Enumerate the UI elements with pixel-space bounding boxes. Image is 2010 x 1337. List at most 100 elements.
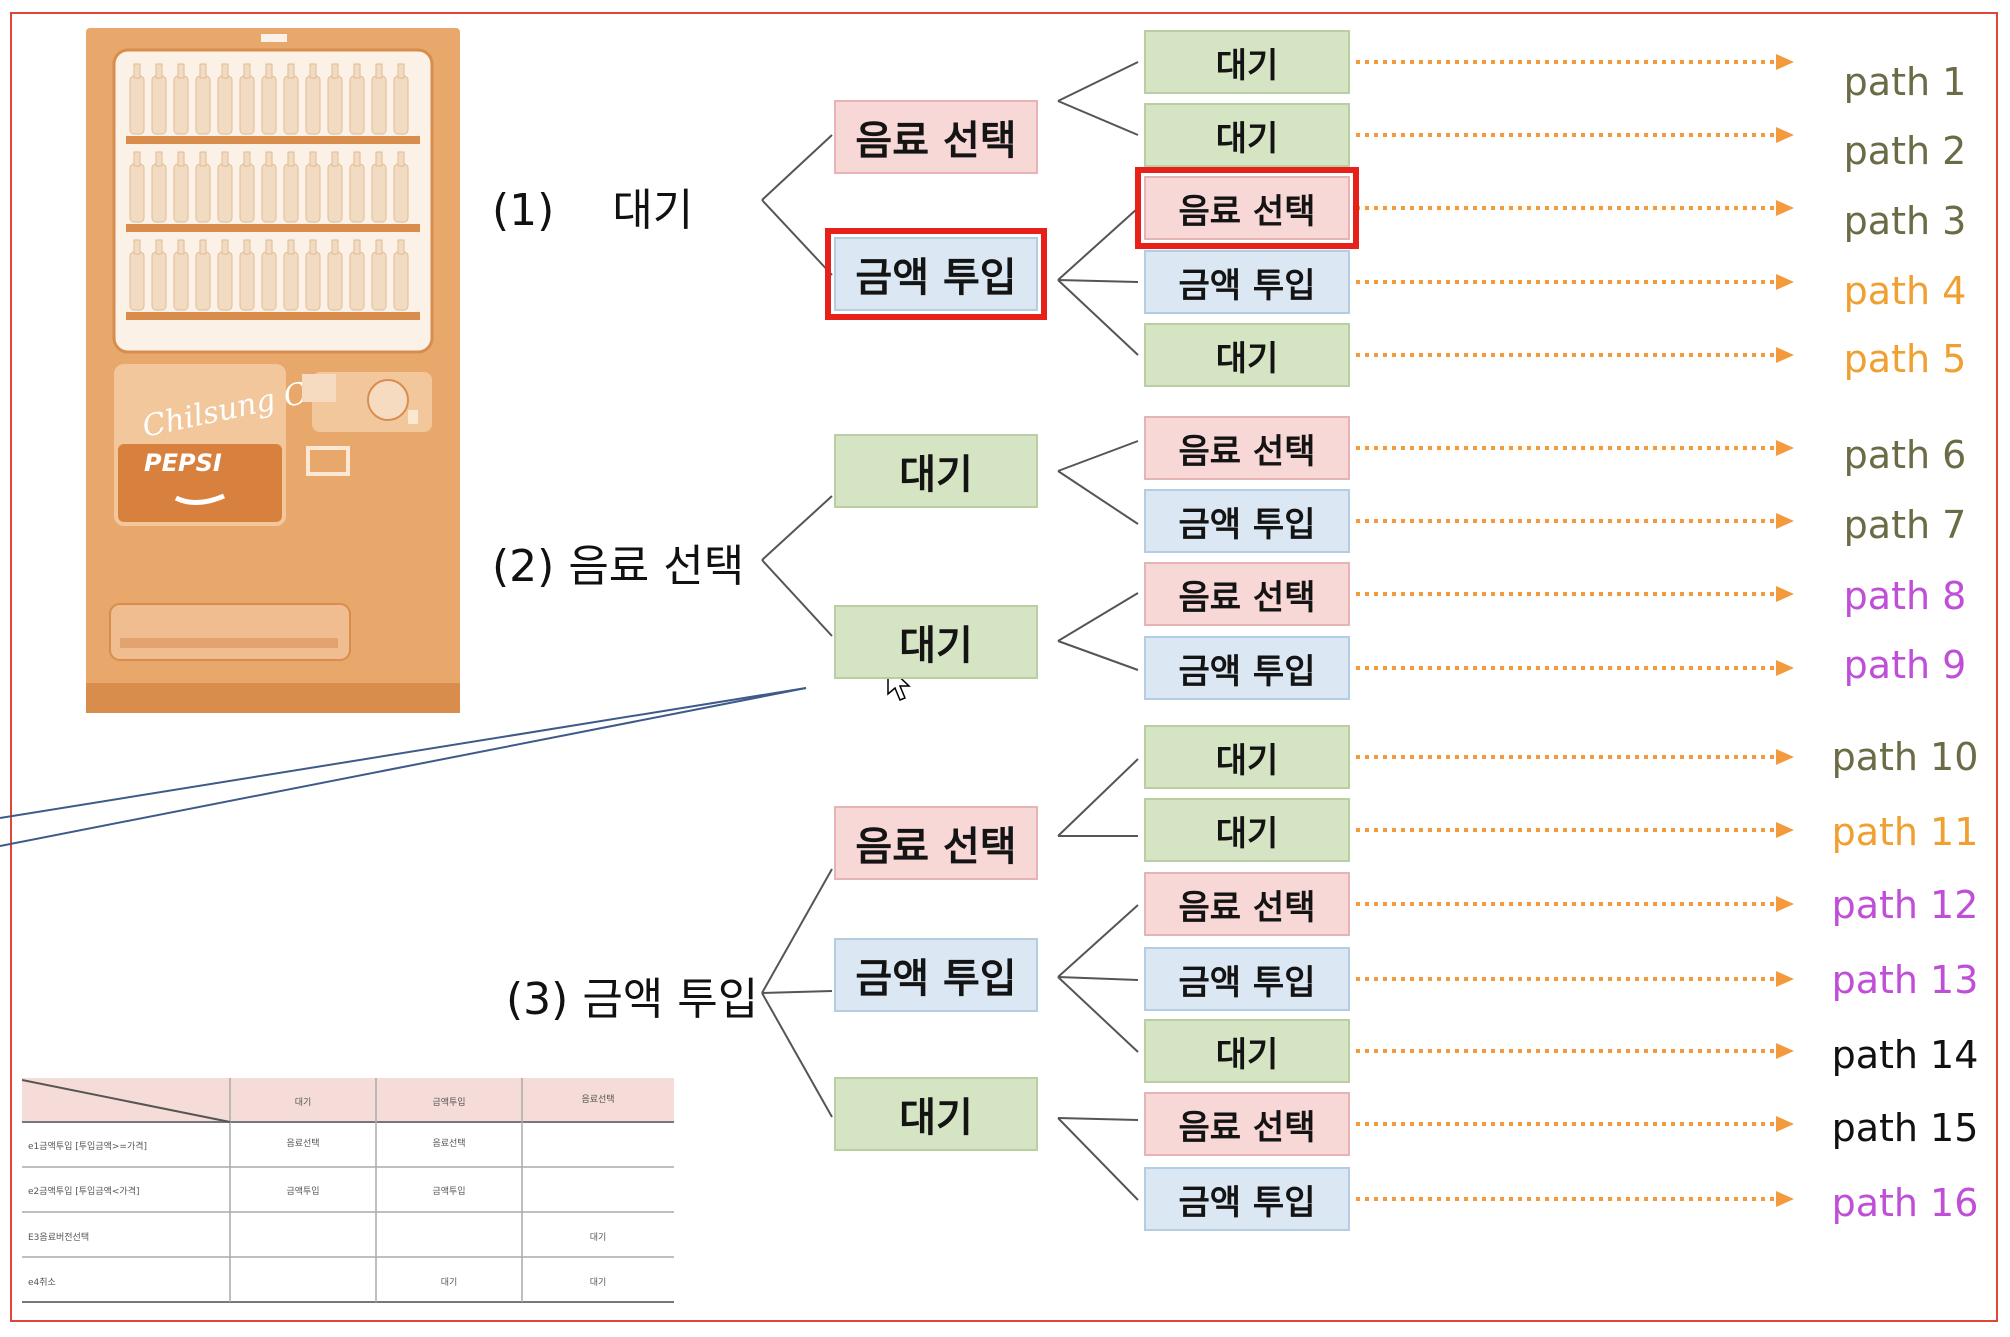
table-cell: 대기: [441, 1277, 458, 1288]
level3-node: 음료 선택: [1144, 1092, 1350, 1156]
bottle-shape: [349, 75, 365, 135]
bottle-neck-shape: [221, 63, 229, 79]
level3-node: 금액 투입: [1144, 947, 1350, 1011]
path-label: path 4: [1843, 269, 1967, 313]
level3-node: 금액 투입: [1144, 250, 1350, 314]
bottle-shape: [173, 163, 189, 223]
bottle-shape: [195, 75, 211, 135]
root-number: (3): [506, 974, 569, 1025]
bottle-neck-shape: [199, 239, 207, 255]
bottle-shape: [349, 251, 365, 311]
bottle-neck-shape: [287, 239, 295, 255]
bottle-neck-shape: [375, 63, 383, 79]
bottle-shape: [195, 251, 211, 311]
bottle-neck-shape: [133, 239, 141, 255]
bottle-neck-shape: [309, 63, 317, 79]
path-label: path 1: [1843, 60, 1967, 104]
bottle-shape: [129, 251, 145, 311]
bottle-neck-shape: [309, 151, 317, 167]
path-label: path 2: [1843, 129, 1967, 173]
path-label: path 9: [1843, 643, 1967, 687]
bottle-neck-shape: [199, 63, 207, 79]
path-label: path 11: [1831, 810, 1979, 854]
bottle-shape: [151, 251, 167, 311]
root-state-1: (1) 대기: [492, 174, 693, 238]
bottle-neck-shape: [375, 239, 383, 255]
table-header: 음료선택: [581, 1094, 614, 1105]
table-header: 대기: [295, 1097, 312, 1108]
bottle-neck-shape: [243, 63, 251, 79]
path-label: path 3: [1843, 199, 1967, 243]
bottle-shape: [327, 251, 343, 311]
table-cell: 대기: [590, 1232, 607, 1243]
root-label: 음료 선택: [568, 541, 745, 592]
bottle-neck-shape: [133, 63, 141, 79]
path-label: path 6: [1843, 433, 1967, 477]
bottle-shape: [371, 75, 387, 135]
bottle-shape: [261, 163, 277, 223]
bottle-shape: [327, 75, 343, 135]
table-row-label: e4취소: [28, 1277, 56, 1288]
bottle-shape: [305, 251, 321, 311]
path-label: path 10: [1831, 735, 1979, 779]
level3-node: 대기: [1144, 1019, 1350, 1083]
bottle-shape: [283, 251, 299, 311]
level3-node: 음료 선택: [1144, 562, 1350, 626]
table-row-label: E3음료버전선택: [28, 1232, 89, 1243]
bottle-neck-shape: [265, 63, 273, 79]
table-header: 금액투입: [432, 1096, 465, 1108]
bottle-shape: [261, 75, 277, 135]
path-label: path 16: [1831, 1181, 1979, 1225]
bottle-neck-shape: [397, 239, 405, 255]
bottle-neck-shape: [397, 63, 405, 79]
table-row-label: e2금액투입 [투입금액<가격]: [28, 1185, 140, 1197]
bottle-neck-shape: [177, 239, 185, 255]
level2-node: 대기: [834, 434, 1038, 508]
bottle-neck-shape: [287, 63, 295, 79]
bottle-shape: [239, 75, 255, 135]
bottle-shape: [371, 251, 387, 311]
table-cell: 금액투입: [286, 1185, 319, 1197]
level3-node: 금액 투입: [1144, 489, 1350, 553]
bottle-shape: [151, 163, 167, 223]
bottle-shape: [327, 163, 343, 223]
bottle-neck-shape: [287, 151, 295, 167]
bottle-shape: [217, 163, 233, 223]
bottle-neck-shape: [199, 151, 207, 167]
level3-node-highlighted: 음료 선택: [1135, 167, 1359, 249]
path-label: path 14: [1831, 1033, 1979, 1077]
bottle-shape: [305, 75, 321, 135]
bottle-neck-shape: [243, 151, 251, 167]
path-label: path 8: [1843, 574, 1967, 618]
bottle-neck-shape: [397, 151, 405, 167]
level2-node: 음료 선택: [834, 806, 1038, 880]
level3-node: 대기: [1144, 103, 1350, 167]
bottle-neck-shape: [331, 239, 339, 255]
bottle-neck-shape: [353, 239, 361, 255]
level3-node: 대기: [1144, 30, 1350, 94]
level3-node: 대기: [1144, 798, 1350, 862]
bottle-shape: [217, 75, 233, 135]
bottle-shape: [349, 163, 365, 223]
bottle-shape: [393, 251, 409, 311]
diagram-frame: [10, 12, 1998, 1322]
bottle-shape: [283, 163, 299, 223]
bottle-shape: [173, 251, 189, 311]
bottle-neck-shape: [177, 63, 185, 79]
level3-node: 대기: [1144, 323, 1350, 387]
bottle-shape: [129, 75, 145, 135]
bottle-shape: [239, 163, 255, 223]
table-cell: 음료선택: [286, 1138, 319, 1149]
root-state-2: (2) 음료 선택: [492, 530, 744, 594]
level2-node: 음료 선택: [834, 100, 1038, 174]
bottle-shape: [283, 75, 299, 135]
path-label: path 15: [1831, 1106, 1979, 1150]
root-state-3: (3) 금액 투입: [506, 963, 758, 1027]
bottle-shape: [195, 163, 211, 223]
bottle-shape: [393, 163, 409, 223]
bottle-shape: [239, 251, 255, 311]
level2-node: 대기: [834, 1077, 1038, 1151]
path-label: path 5: [1843, 337, 1967, 381]
path-label: path 12: [1831, 883, 1979, 927]
bottle-neck-shape: [265, 239, 273, 255]
